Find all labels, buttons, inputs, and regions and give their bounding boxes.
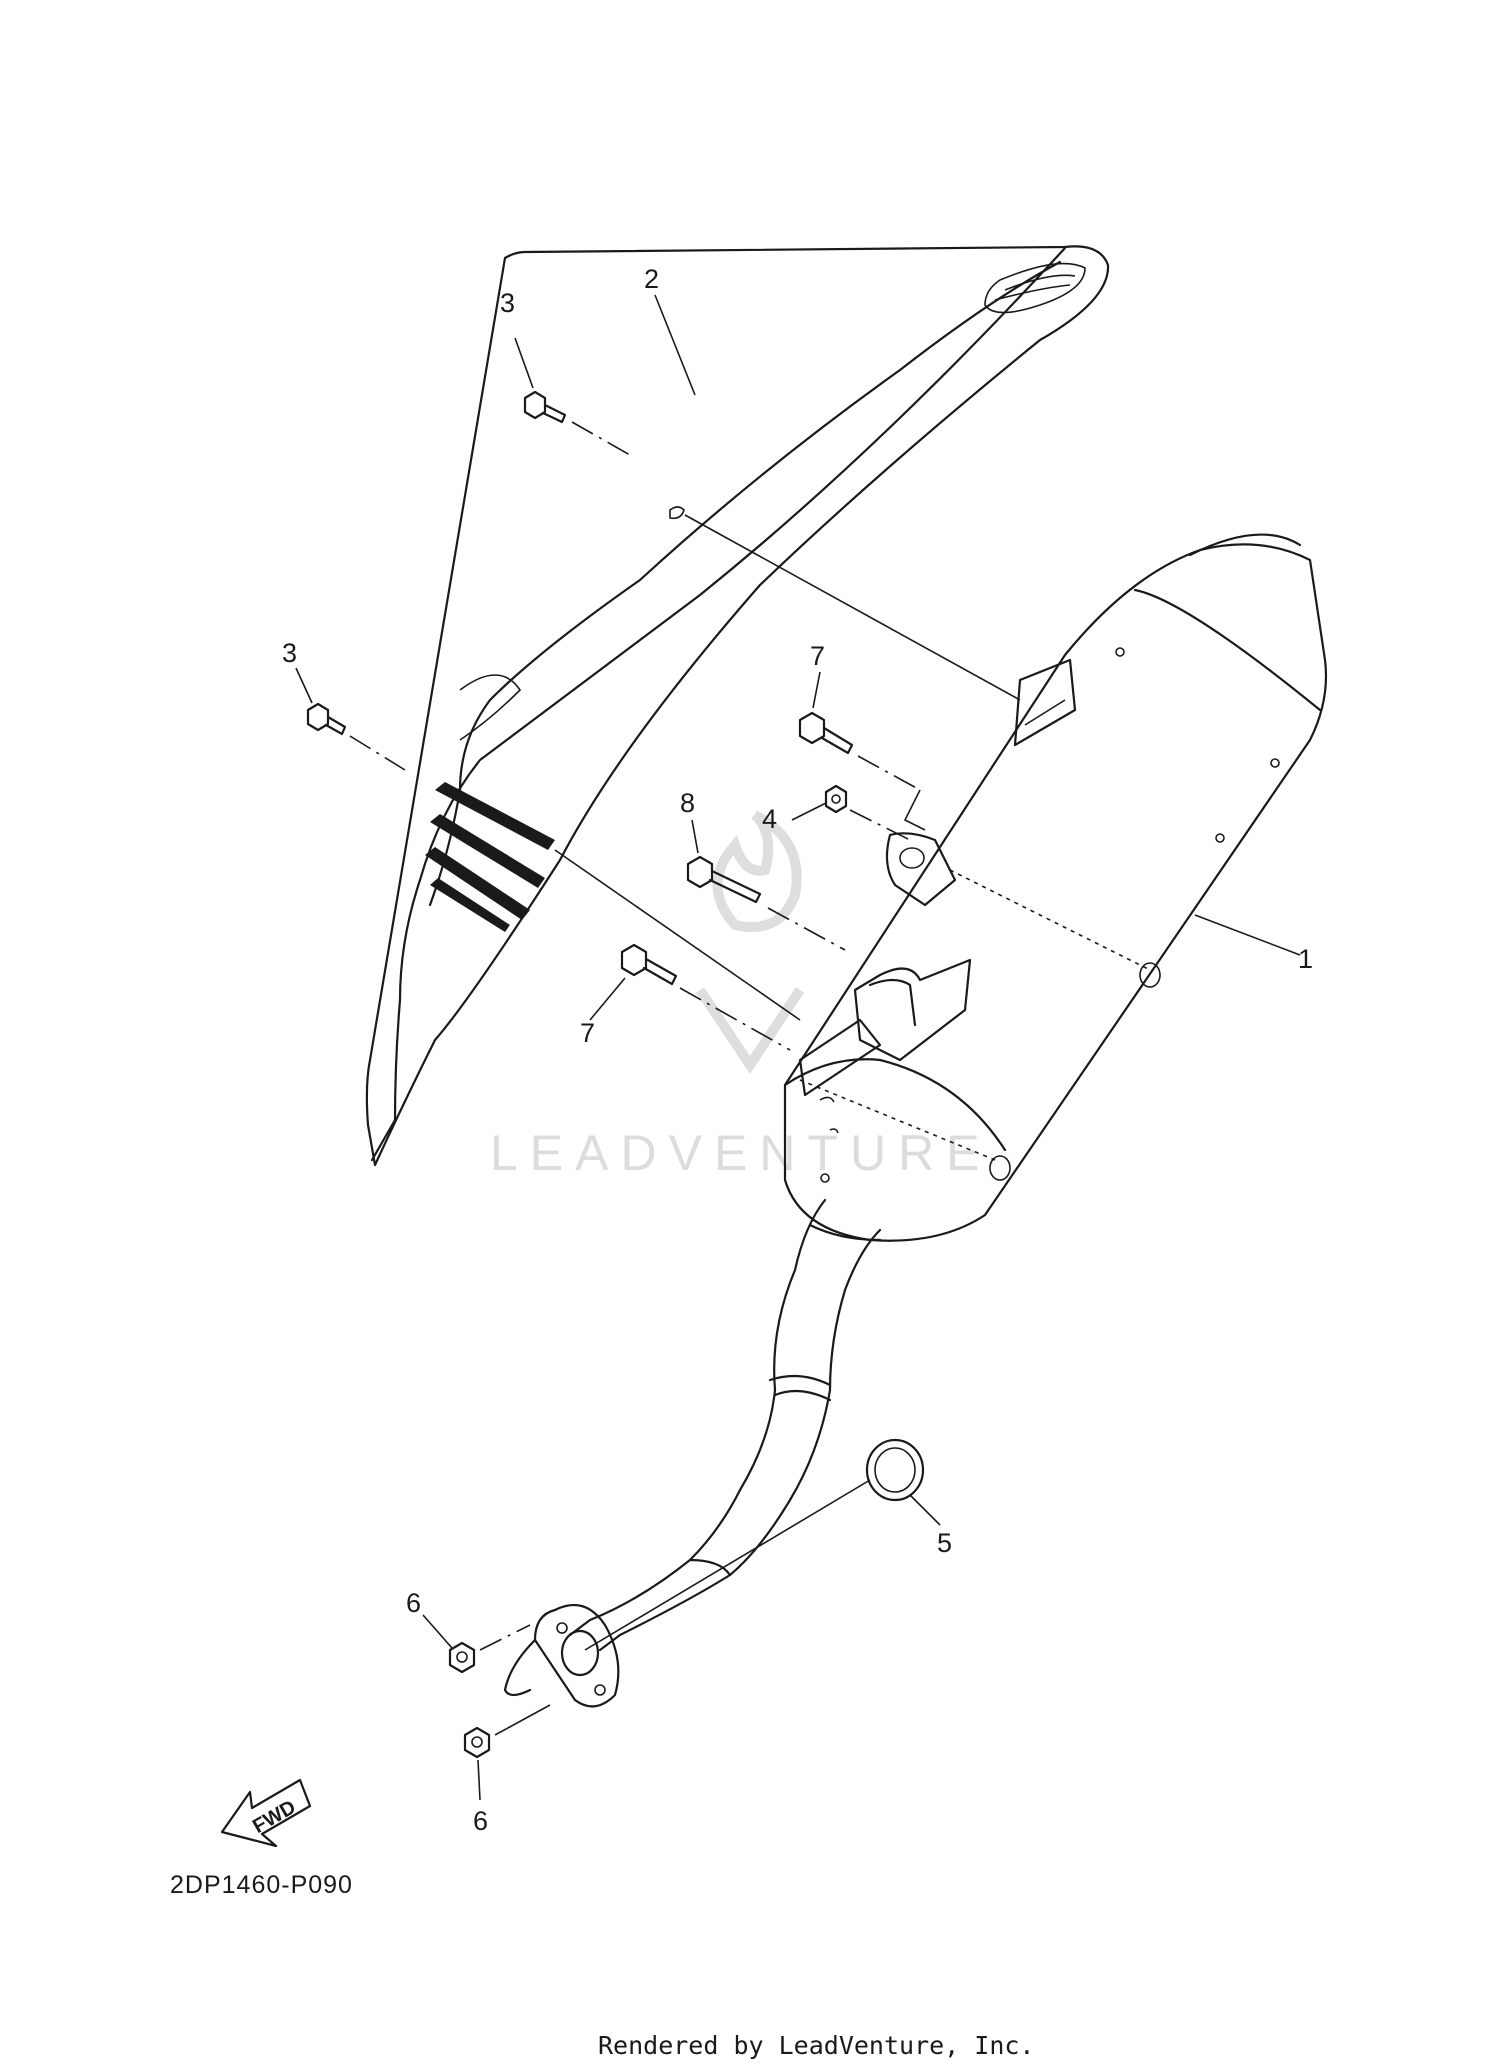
part-3-bolt-lower [306, 702, 347, 736]
part-5-gasket [865, 1438, 925, 1502]
alignment-lines [349, 421, 1151, 1736]
part-3-bolt-upper [523, 390, 567, 424]
watermark-logo-icon [695, 810, 805, 1075]
callout-7-upper: 7 [810, 641, 825, 671]
callout-labels: 1 2 3 3 4 5 6 6 7 7 8 [282, 264, 1313, 1836]
callout-8: 8 [680, 788, 695, 818]
part-4-nut [824, 784, 848, 814]
leader-lines [295, 294, 1301, 1801]
part-2-muffler-protector [365, 245, 1110, 1167]
callout-2: 2 [644, 264, 659, 294]
footer-credit: Rendered by LeadVenture, Inc. [598, 2031, 1035, 2060]
watermark-text: LEADVENTURE [490, 1125, 992, 1181]
part-7-bolt-lower [620, 943, 678, 986]
callout-1: 1 [1298, 944, 1313, 974]
callout-5: 5 [937, 1528, 952, 1558]
part-7-bolt-upper [798, 711, 854, 755]
callout-3-lower: 3 [282, 638, 297, 668]
diagram-code: 2DP1460-P090 [170, 1871, 353, 1899]
fwd-arrow-icon: FWD [220, 1778, 312, 1848]
callout-4: 4 [762, 804, 777, 834]
part-8-bolt [686, 855, 762, 904]
callout-3-upper: 3 [500, 288, 515, 318]
callout-6-lower: 6 [473, 1806, 488, 1836]
fwd-label: FWD [249, 1796, 299, 1838]
callout-6-upper: 6 [406, 1588, 421, 1618]
watermark: LEADVENTURE [490, 810, 992, 1181]
part-6-nut-upper [448, 1641, 476, 1674]
part-1-muffler-assembly [503, 533, 1328, 1708]
part-6-nut-lower [463, 1726, 491, 1759]
callout-7-lower: 7 [580, 1018, 595, 1048]
